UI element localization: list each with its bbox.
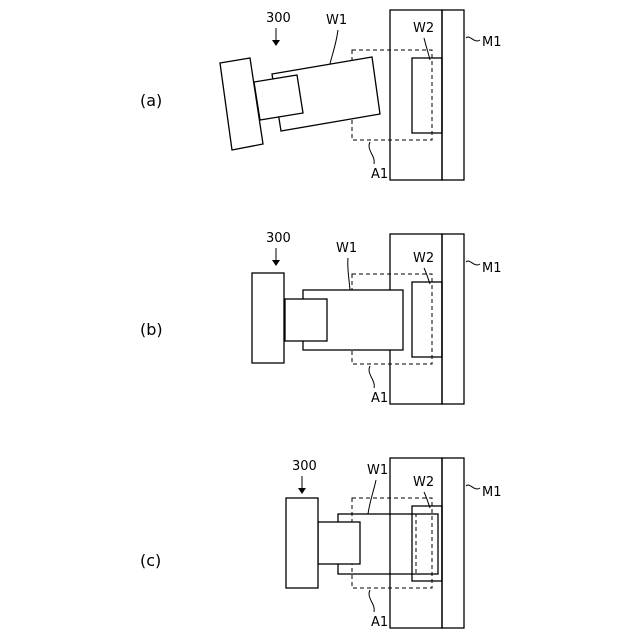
target-w2 (412, 282, 442, 357)
leader-a1 (369, 142, 374, 164)
arrow-300-head (272, 40, 280, 46)
panel-a: (a) 300 W1 W2 M1 A1 (140, 10, 502, 182)
label-w1: W1 (326, 13, 347, 28)
target-w2 (412, 58, 442, 133)
leader-w1 (348, 258, 350, 290)
robot-300-body (220, 58, 263, 150)
panel-b: (b) 300 W1 W2 M1 A1 (140, 231, 502, 406)
leader-w1 (368, 480, 376, 514)
label-a1: A1 (371, 391, 388, 406)
robot-gripper-neck (254, 75, 303, 120)
label-a1: A1 (371, 615, 388, 630)
machine-m1-plate (442, 458, 464, 628)
label-300: 300 (266, 231, 291, 246)
arrow-300-head (298, 488, 306, 494)
leader-m1 (466, 485, 480, 489)
arrow-300-head (272, 260, 280, 266)
label-w1: W1 (367, 463, 388, 478)
label-m1: M1 (482, 35, 502, 50)
label-m1: M1 (482, 261, 502, 276)
leader-m1 (466, 261, 480, 265)
panel-label-b: (b) (140, 320, 163, 339)
leader-w1 (330, 30, 338, 64)
robot-300-body (286, 498, 318, 588)
panel-c: (c) 300 W1 W2 M1 A1 (140, 458, 502, 630)
robot-300-body (252, 273, 284, 363)
label-m1: M1 (482, 485, 502, 500)
machine-m1-plate (442, 10, 464, 180)
machine-m1-plate (442, 234, 464, 404)
label-a1: A1 (371, 167, 388, 182)
leader-a1 (369, 590, 374, 612)
leader-w2 (424, 38, 430, 60)
label-300: 300 (292, 459, 317, 474)
panel-label-c: (c) (140, 551, 161, 570)
label-w1: W1 (336, 241, 357, 256)
robot-gripper-neck (285, 299, 327, 341)
robot-gripper-neck (318, 522, 360, 564)
label-w2: W2 (413, 21, 434, 36)
label-300: 300 (266, 11, 291, 26)
leader-m1 (466, 37, 480, 41)
leader-a1 (369, 366, 374, 388)
panel-label-a: (a) (140, 91, 162, 110)
workpiece-w1-hidden-edge (416, 514, 438, 574)
label-w2: W2 (413, 251, 434, 266)
label-w2: W2 (413, 475, 434, 490)
